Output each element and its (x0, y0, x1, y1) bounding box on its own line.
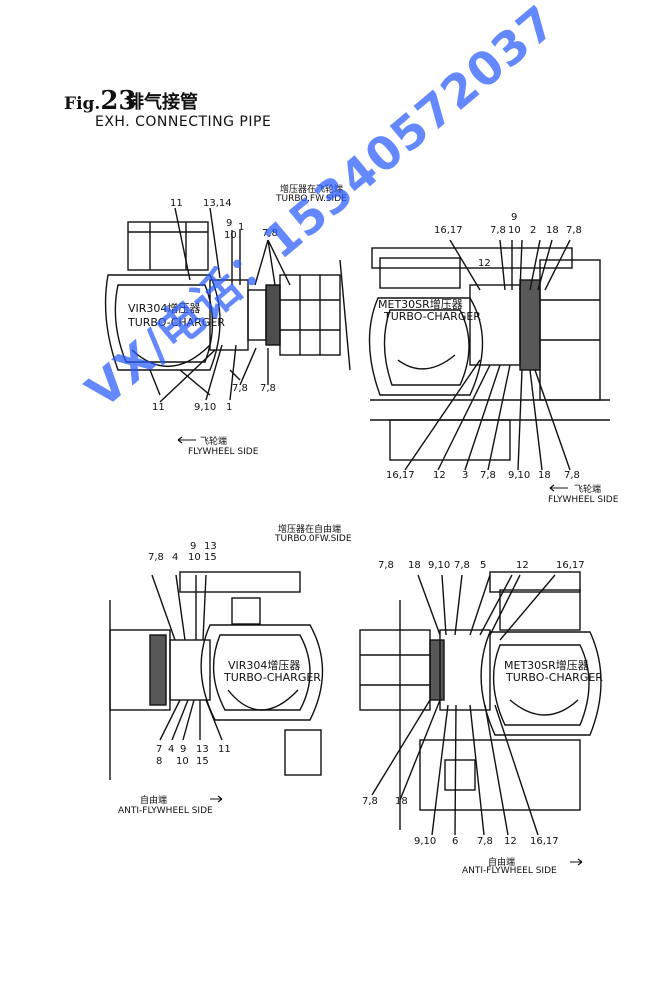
callout: 16,17 (434, 225, 463, 236)
callout: 10 (176, 756, 189, 767)
callout: 9,10 (428, 560, 451, 571)
callout: 7,8 (566, 225, 582, 236)
callout: 9,10 (194, 402, 217, 413)
panel-bottom-left-drawing (109, 571, 324, 780)
callout: 7,8 (378, 560, 394, 571)
br-turbo-label: TURBO-CHARGER (506, 671, 603, 684)
callout: 12 (433, 470, 446, 481)
callout: 7 (156, 744, 163, 755)
callout: 12 (478, 258, 491, 269)
callout: 4 (168, 744, 175, 755)
callout: 11 (218, 744, 231, 755)
callout: 7,8 (480, 470, 496, 481)
callout: 1 (226, 402, 233, 413)
callout: 10 (224, 230, 237, 241)
callout: 7,8 (490, 225, 506, 236)
title-english: EXH. CONNECTING PIPE (95, 114, 272, 130)
figure-prefix: Fig. (64, 94, 101, 114)
tl-turbo-model: VIR304增压器 (128, 302, 201, 315)
callout: 9 (190, 541, 197, 552)
callout: 16,17 (386, 470, 415, 481)
callout: 12 (516, 560, 529, 571)
callout: 10 (508, 225, 521, 236)
callout: 4 (172, 552, 179, 563)
callout: 18 (538, 470, 551, 481)
bl-side-cn: 自由端 (140, 796, 168, 806)
bl-turbo-label: TURBO-CHARGER (224, 671, 321, 684)
callout: 15 (204, 552, 217, 563)
callout: 7,8 (477, 836, 493, 847)
callout: 9,10 (414, 836, 437, 847)
callout: 1 (238, 222, 245, 233)
bl-turbo-model: VIR304增压器 (228, 659, 301, 672)
callout: 6 (452, 836, 459, 847)
callout: 9,10 (508, 470, 531, 481)
callout: 13 (204, 541, 217, 552)
bl-side-en: ANTI-FLYWHEEL SIDE (118, 806, 213, 816)
tr-header-en: TURBO.FW.SIDE (276, 194, 347, 204)
tl-side-en: FLYWHEEL SIDE (188, 447, 259, 457)
br-side-en: ANTI-FLYWHEEL SIDE (462, 866, 557, 876)
callout: 8 (156, 756, 163, 767)
br-turbo-model: MET30SR增压器 (504, 659, 589, 672)
tl-side-cn: 飞轮端 (200, 437, 228, 447)
callout: 12 (504, 836, 517, 847)
tr-side-en: FLYWHEEL SIDE (548, 495, 619, 505)
callout: 7,8 (232, 383, 248, 394)
callout: 16,17 (556, 560, 585, 571)
tr-side-cn: 飞轮端 (574, 485, 602, 495)
bl-header-en: TURBO.0FW.SIDE (275, 534, 352, 544)
br-side-cn: 自由端 (488, 858, 516, 868)
callout: 3 (462, 470, 469, 481)
callout: 7,8 (564, 470, 580, 481)
callout: 10 (188, 552, 201, 563)
callout: 18 (395, 796, 408, 807)
callout: 9 (180, 744, 187, 755)
callout: 15 (196, 756, 209, 767)
figure-number: Fig.23 (64, 86, 137, 116)
callout: 9 (511, 212, 518, 223)
callout: 5 (480, 560, 487, 571)
panel-bottom-right-drawing (359, 571, 602, 836)
callout: 7,8 (262, 228, 278, 239)
callout: 11 (152, 402, 165, 413)
callout: 2 (530, 225, 537, 236)
callout: 7,8 (148, 552, 164, 563)
tr-turbo-model: MET30SR增压器 (378, 298, 463, 311)
callout: 13,14 (203, 198, 232, 209)
tr-turbo-label: TURBO-CHARGER (384, 310, 481, 323)
callout: 13 (196, 744, 209, 755)
title-chinese: 排气接管 (126, 92, 198, 113)
panel-top-left-drawing (104, 207, 351, 403)
panel-top-right-drawing (368, 239, 610, 471)
callout: 7,8 (362, 796, 378, 807)
callout: 11 (170, 198, 183, 209)
bl-header-cn: 增压器在自由端 (278, 525, 342, 535)
tl-turbo-label: TURBO-CHARGER (128, 316, 225, 329)
callout: 7,8 (260, 383, 276, 394)
callout: 9 (226, 218, 233, 229)
figure-number-value: 23 (100, 86, 137, 116)
callout: 16,17 (530, 836, 559, 847)
callout: 7,8 (454, 560, 470, 571)
callout: 18 (408, 560, 421, 571)
tr-header-cn: 增压器在飞轮端 (280, 185, 344, 195)
callout: 18 (546, 225, 559, 236)
